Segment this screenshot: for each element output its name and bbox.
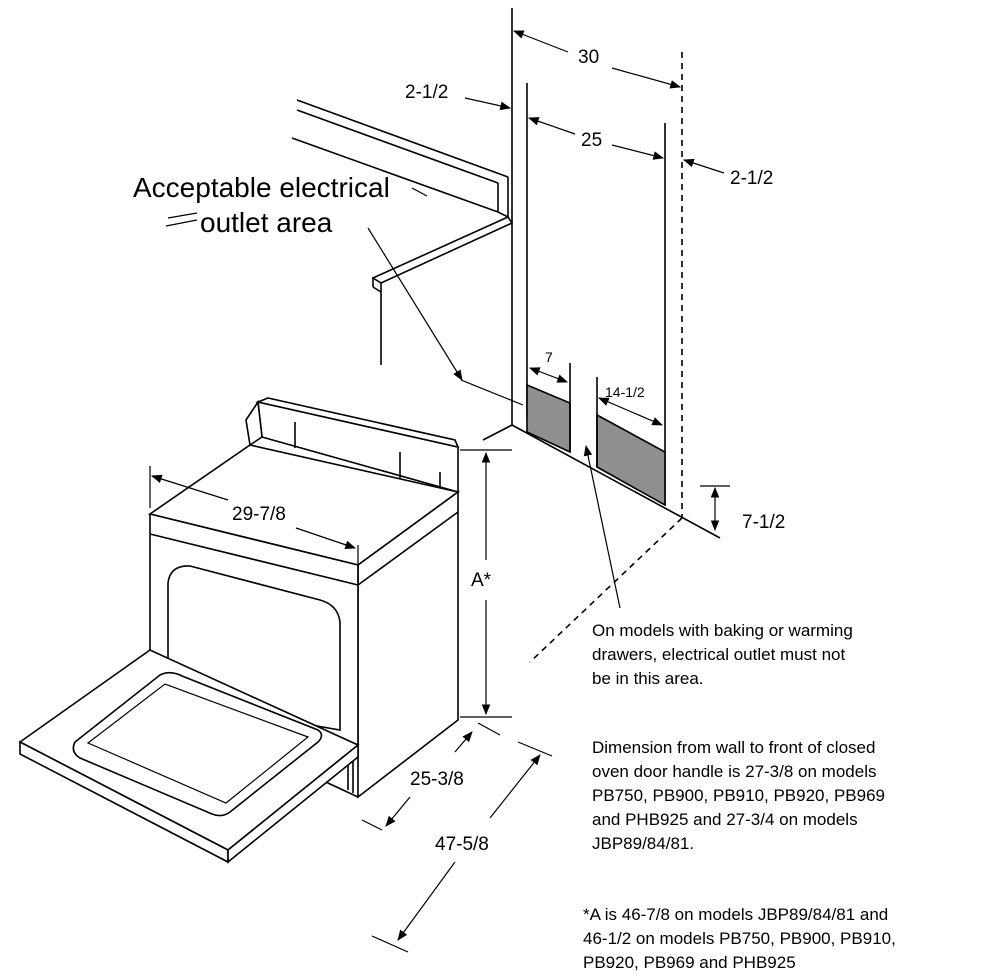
outlet-area-shaded [526, 363, 666, 507]
dim-a: A* [471, 570, 492, 591]
note-line: be in this area. [592, 669, 704, 688]
dim-2-1-2-right: 2-1/2 [730, 168, 773, 189]
dim-2-1-2-left: 2-1/2 [405, 82, 448, 103]
outlet-area-label: Acceptable electrical outlet area [133, 172, 390, 238]
note-line: On models with baking or warming [592, 621, 853, 640]
dim-25: 25 [581, 130, 602, 151]
dim-47-5-8: 47-5/8 [435, 834, 489, 855]
drawer-warning-note: On models with baking or warming drawers… [592, 621, 853, 688]
note-line: JBP89/84/81. [592, 834, 694, 853]
dim-25-3-8: 25-3/8 [410, 769, 464, 790]
leader-lines [165, 187, 621, 609]
door-handle-note: Dimension from wall to front of closed o… [592, 738, 885, 853]
open-oven-door [18, 649, 360, 864]
dimension-lines [149, 30, 730, 953]
note-line: PB920, PB969 and PHB925 [583, 953, 796, 972]
dim-29-7-8: 29-7/8 [232, 504, 286, 525]
note-line: Dimension from wall to front of closed [592, 738, 875, 757]
outlet-area-label-line2: outlet area [200, 207, 333, 238]
a-footnote: *A is 46-7/8 on models JBP89/84/81 and 4… [583, 905, 896, 972]
dim-7-1-2: 7-1/2 [742, 512, 785, 533]
dim-7: 7 [545, 349, 553, 365]
note-line: 46-1/2 on models PB750, PB900, PB910, [583, 929, 896, 948]
countertop [291, 99, 514, 365]
outlet-area-label-line1: Acceptable electrical [133, 172, 390, 203]
note-line: PB750, PB900, PB910, PB920, PB969 [592, 786, 885, 805]
note-line: *A is 46-7/8 on models JBP89/84/81 and [583, 905, 888, 924]
dimension-labels: 30 2-1/2 25 2-1/2 7 14-1/2 7-1/2 29-7/8 … [232, 47, 785, 855]
note-line: oven door handle is 27-3/8 on models [592, 762, 876, 781]
wall-lines [482, 8, 721, 663]
range [148, 397, 460, 799]
dim-14-1-2: 14-1/2 [605, 384, 645, 400]
note-line: and PHB925 and 27-3/4 on models [592, 810, 858, 829]
note-line: drawers, electrical outlet must not [592, 645, 845, 664]
dim-30: 30 [578, 47, 599, 68]
